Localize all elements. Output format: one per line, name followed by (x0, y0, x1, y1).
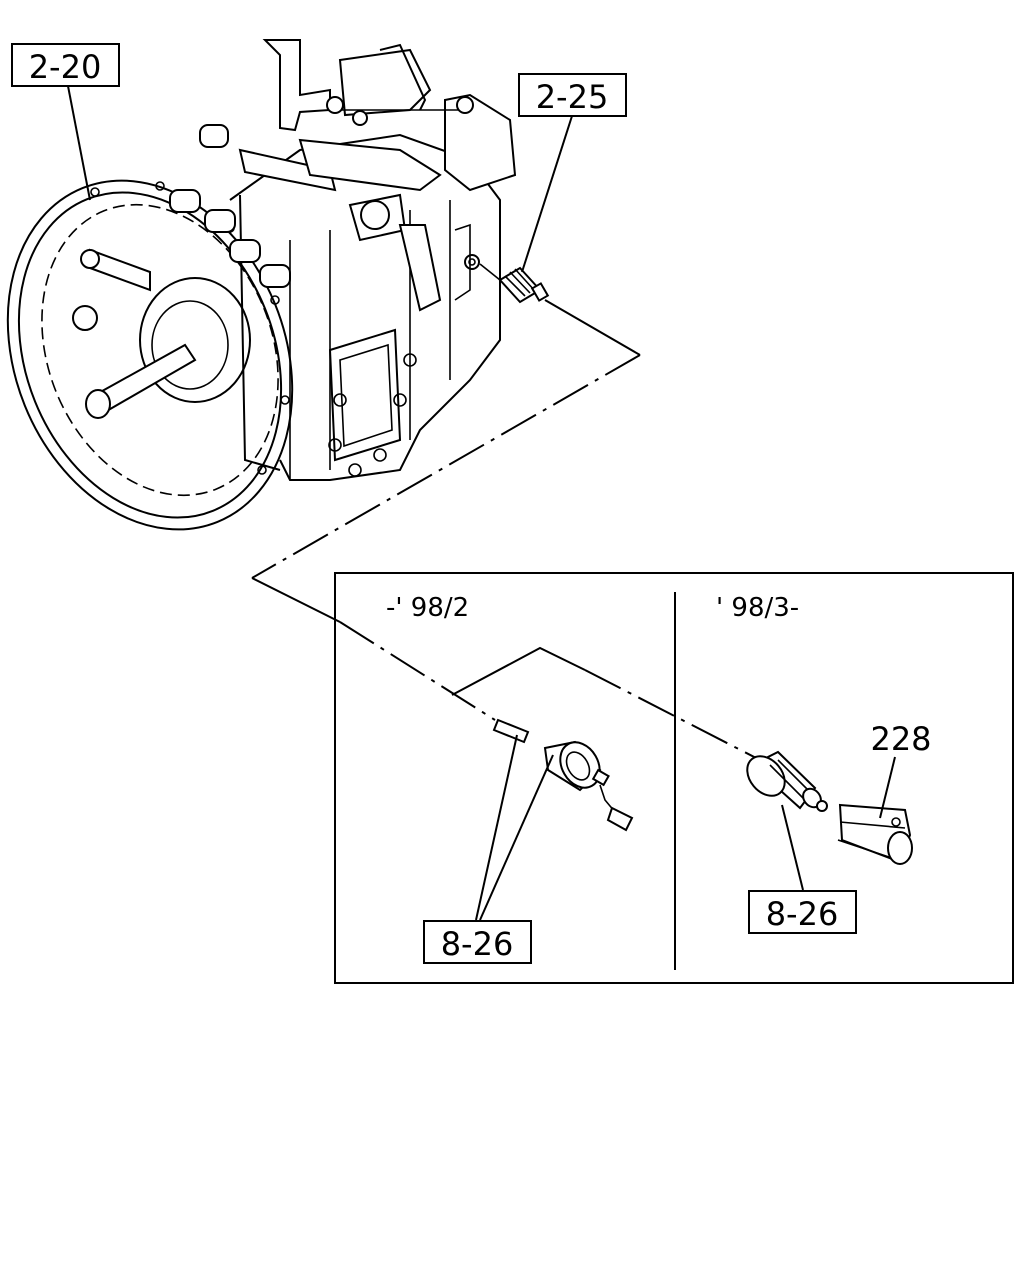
callout-2-20-label: 2-20 (29, 48, 102, 86)
sensor-old-type (492, 718, 634, 832)
speed-sensor-small (479, 263, 550, 304)
callout-8-26-left: 8-26 (423, 734, 554, 964)
sensor-new-type (746, 750, 828, 812)
panel-left-label: -' 98/2 (386, 593, 469, 623)
callout-2-20: 2-20 (11, 43, 120, 201)
transmission-assembly (6, 39, 517, 531)
detail-leader (251, 299, 641, 623)
panel-right-label: ' 98/3- (716, 593, 799, 623)
callout-8-26-right: 8-26 (748, 804, 857, 934)
clip-part: 228 (837, 720, 932, 865)
callout-2-25: 2-25 (518, 73, 627, 273)
part-228-label: 228 (870, 720, 931, 758)
callout-8-26-left-label: 8-26 (441, 925, 514, 963)
callout-8-26-right-label: 8-26 (766, 895, 839, 933)
detail-box: -' 98/2 ' 98/3- 8-26 (334, 572, 1014, 984)
callout-2-25-label: 2-25 (536, 78, 609, 116)
